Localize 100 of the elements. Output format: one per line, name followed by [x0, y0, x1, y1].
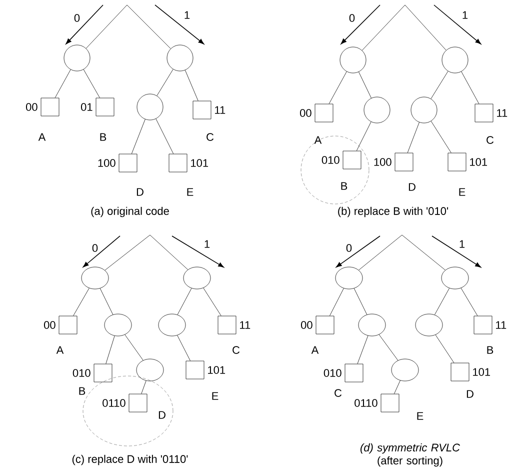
codeword-label: 00 [301, 321, 312, 329]
tree-edge [83, 69, 100, 98]
tree-edge [328, 71, 347, 104]
symbol-label: D [408, 183, 416, 191]
tree-node [391, 358, 419, 382]
symbol-label: E [459, 188, 466, 196]
bit-label: 1 [460, 240, 465, 248]
bit-label: 0 [346, 244, 352, 252]
bit-label: 0 [92, 244, 98, 252]
tree-edge [430, 120, 452, 153]
tree-edge [126, 4, 171, 49]
tree-edge [354, 288, 368, 315]
leaf-square [218, 316, 236, 334]
leaf-square [186, 360, 204, 380]
tree-edge [104, 234, 150, 270]
leaf-square [450, 362, 470, 382]
leaf-square [342, 150, 362, 170]
tree-edge [402, 234, 446, 270]
tree-edge [203, 288, 222, 316]
tree-node [335, 266, 363, 290]
tree-node [81, 266, 109, 290]
tree-edge [330, 288, 344, 316]
tree-edge [184, 70, 198, 101]
codeword-label: 00 [44, 321, 56, 329]
tree-node [442, 46, 468, 74]
symbol-label: B [100, 133, 106, 141]
leaf-square [40, 98, 60, 116]
tree-edge [394, 380, 400, 394]
panel-caption: (a) original code [91, 206, 169, 218]
leaf-square [474, 104, 494, 122]
tree-node [64, 44, 90, 72]
tree-node [358, 314, 386, 336]
symbol-label: A [56, 346, 64, 354]
symbol-label: E [212, 392, 218, 400]
tree-edge [358, 234, 402, 270]
tree-edge [86, 4, 128, 49]
codeword-label: 101 [208, 366, 226, 374]
tree-edge [434, 288, 450, 315]
tree-edge [141, 380, 146, 394]
symbol-label: B [341, 182, 348, 190]
tree-edge [156, 69, 174, 96]
tree-node [104, 314, 132, 336]
codeword-label: 01 [81, 103, 92, 111]
bit-label: 0 [74, 14, 80, 22]
tree-edge [124, 334, 144, 360]
leaf-square [118, 154, 138, 172]
tree-node [166, 44, 194, 72]
codeword-label: 100 [374, 158, 392, 166]
tree-node [364, 96, 390, 124]
bit-label: 0 [349, 14, 355, 22]
leaf-square [380, 394, 400, 412]
tree-node [158, 314, 186, 336]
symbol-label: C [232, 346, 240, 354]
symbol-label: A [311, 346, 319, 354]
tree-edge [460, 288, 478, 316]
tree-node [415, 314, 443, 336]
tree-edge [362, 4, 406, 51]
codeword-label: 101 [473, 368, 490, 376]
panel-caption: (c) replace D with '0110' [72, 454, 188, 466]
symbol-label: B [79, 387, 86, 395]
tree-edge [54, 69, 71, 98]
tree-node [136, 358, 164, 382]
panel-caption: (b) replace B with '010' [338, 206, 448, 218]
symbol-label: D [466, 390, 474, 398]
codeword-label: 11 [240, 321, 250, 329]
tree-edge [407, 122, 420, 153]
tree-node [340, 46, 366, 74]
symbol-label: A [38, 133, 46, 141]
symbol-label: A [314, 136, 322, 144]
tree-edge [404, 4, 446, 50]
tree-edge [356, 122, 372, 151]
leaf-square [314, 104, 334, 122]
tree-edge [177, 288, 192, 315]
leaf-square [394, 152, 414, 172]
tree-edge [357, 336, 368, 364]
leaf-square [94, 364, 112, 382]
tree-edge [156, 118, 174, 154]
leaf-square [474, 316, 492, 334]
tree-node [441, 266, 469, 290]
codeword-label: 11 [496, 321, 506, 329]
tree-node [410, 96, 438, 124]
leaf-square [192, 100, 212, 120]
tree-edge [100, 288, 114, 315]
tree-edge [358, 72, 372, 98]
symbol-label: D [158, 411, 166, 419]
codeword-label: 11 [215, 106, 226, 114]
leaf-square [344, 364, 364, 382]
codeword-label: 010 [322, 156, 340, 164]
bit-label: 1 [184, 11, 190, 19]
tree-edge [177, 335, 190, 361]
leaf-square [96, 98, 114, 116]
codeword-label: 010 [324, 369, 342, 377]
tree-edge [131, 119, 146, 154]
symbol-label: E [187, 188, 194, 196]
tree-edge [150, 234, 188, 270]
symbol-label: C [334, 389, 342, 397]
tree-node [136, 94, 164, 120]
codeword-label: 100 [98, 159, 116, 167]
leaf-square [316, 316, 334, 334]
codeword-label: 101 [470, 158, 488, 166]
